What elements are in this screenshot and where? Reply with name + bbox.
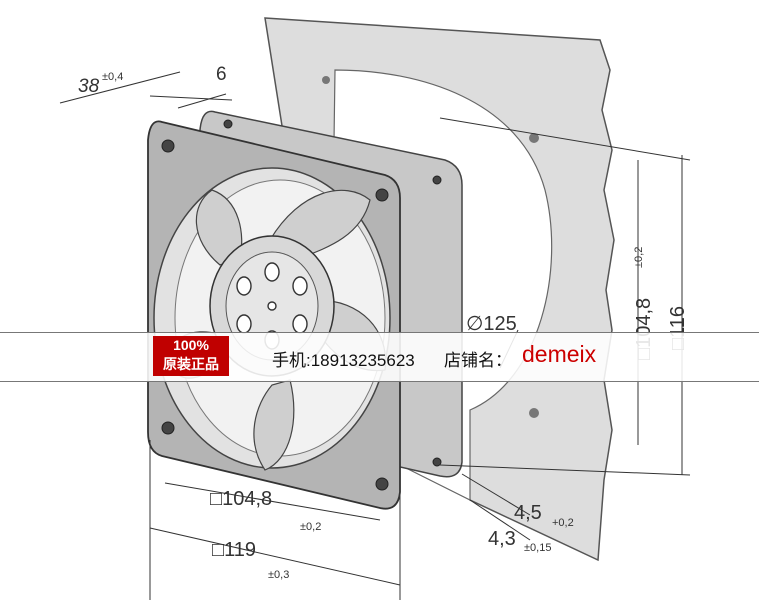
genuine-badge: 100% 原装正品 bbox=[153, 336, 229, 376]
shop-label: 店铺名： bbox=[444, 351, 512, 370]
panel-hole-right-top bbox=[529, 133, 539, 143]
dim-offset: 6 bbox=[216, 64, 227, 85]
dim-hole-a-tol: +0,2 bbox=[552, 517, 574, 529]
dim-frame-h-tol: ±0,3 bbox=[268, 569, 289, 581]
badge-percent: 100% bbox=[173, 337, 209, 353]
panel-hole-right-bottom bbox=[529, 408, 539, 418]
panel-hole-top bbox=[322, 76, 330, 84]
dim-hole-a: 4,5 bbox=[514, 502, 542, 524]
dim-hole-spacing-v-tol: ±0,2 bbox=[633, 247, 645, 268]
dim-depth: 38 bbox=[78, 76, 100, 97]
frame-corner-holes bbox=[161, 119, 442, 491]
dim-depth-tol: ±0,4 bbox=[102, 71, 123, 83]
phone-label: 手机:18913235623 bbox=[272, 351, 415, 370]
badge-text: 原装正品 bbox=[163, 356, 219, 372]
watermark-band bbox=[0, 332, 759, 382]
dim-hole-b-tol: ±0,15 bbox=[524, 542, 551, 554]
dim-hole-spacing-h-tol: ±0,2 bbox=[300, 521, 321, 533]
dim-diameter: ∅125 bbox=[466, 313, 517, 335]
dim-hole-spacing-h: □104,8 bbox=[210, 488, 272, 510]
dimension-lines bbox=[59, 71, 691, 600]
shop-name: demeix bbox=[522, 341, 597, 367]
dim-frame-h: □119 bbox=[212, 539, 256, 561]
dim-hole-b: 4,3 bbox=[488, 528, 516, 550]
